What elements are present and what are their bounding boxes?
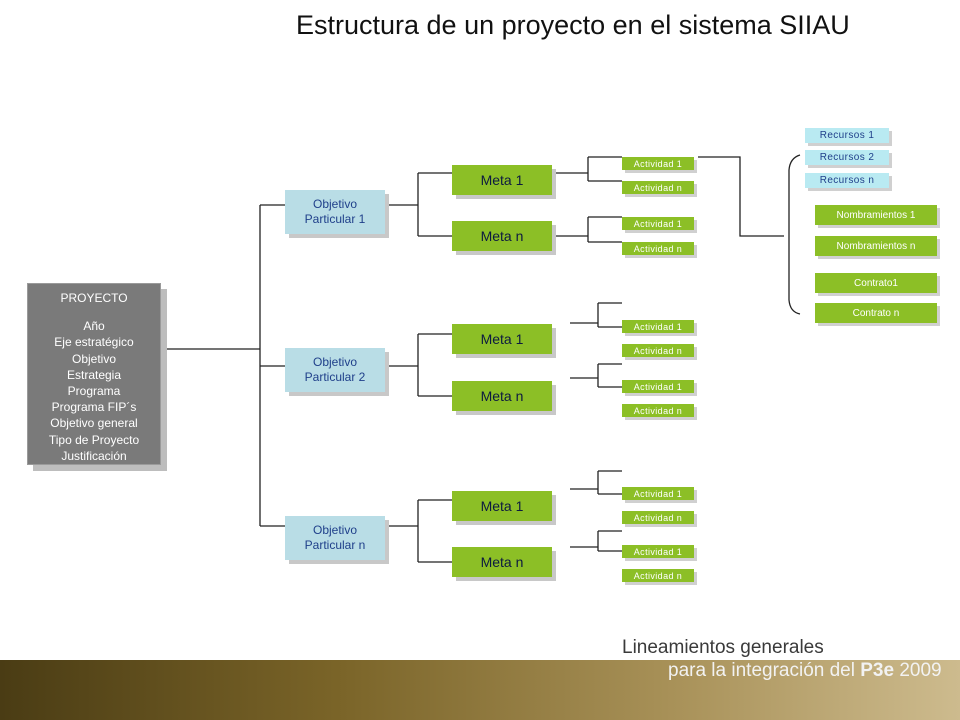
actividad-box: Actividad 1 [622,487,694,500]
objetivo-particular-1: Objetivo Particular 1 [285,190,385,234]
contrato-box: Contrato1 [815,273,937,293]
recursos-box: Recursos 1 [805,128,889,143]
connector-objetivos-bracket [259,204,285,527]
meta-box: Meta 1 [452,491,552,521]
connector-objetivo-1 [385,172,452,237]
proyecto-box: PROYECTO Año Eje estratégico Objetivo Es… [27,283,161,465]
proyecto-item: Año [83,319,105,334]
objetivo-particular-n: Objetivo Particular n [285,516,385,560]
actividad-box: Actividad 1 [622,545,694,558]
footer-bar [0,660,960,720]
actividad-box: Actividad n [622,344,694,357]
connector-objetivo-n [385,499,452,563]
actividad-box: Actividad n [622,404,694,417]
proyecto-item: Justificación [61,448,127,463]
proyecto-item: Programa FIP´s [51,400,137,415]
connector-actividad-resources [698,156,784,237]
actividad-box: Actividad n [622,569,694,582]
meta-box: Meta n [452,381,552,411]
objetivo-particular-2: Objetivo Particular 2 [285,348,385,392]
actividad-box: Actividad 1 [622,217,694,230]
nombramientos-box: Nombramientos 1 [815,205,937,225]
connector-meta-1a [552,156,622,182]
connector-meta-3b [570,530,622,552]
actividad-box: Actividad n [622,511,694,524]
proyecto-heading: PROYECTO [60,291,128,305]
connector-meta-2b [570,363,622,388]
meta-box: Meta n [452,221,552,251]
recursos-box: Recursos 2 [805,150,889,165]
connector-resources-bracket [788,154,801,315]
page-title: Estructura de un proyecto en el sistema … [296,10,850,40]
connector-objetivo-2 [385,333,452,397]
actividad-box: Actividad n [622,181,694,194]
recursos-box: Recursos n [805,173,889,188]
meta-box: Meta 1 [452,165,552,195]
connector-meta-3a [570,470,622,495]
meta-box: Meta n [452,547,552,577]
proyecto-item: Eje estratégico [54,335,134,350]
nombramientos-box: Nombramientos n [815,236,937,256]
proyecto-item: Programa [67,383,121,398]
actividad-box: Actividad 1 [622,320,694,333]
footer-line-2: para la integración del P3e 2009 [668,660,942,681]
meta-box: Meta 1 [452,324,552,354]
proyecto-item: Objetivo [71,351,117,366]
proyecto-item: Estrategia [66,367,122,382]
connector-meta-2a [570,302,622,328]
connector-meta-1b [552,216,622,243]
actividad-box: Actividad 1 [622,157,694,170]
proyecto-item: Tipo de Proyecto [48,432,140,447]
actividad-box: Actividad 1 [622,380,694,393]
footer-line-1: Lineamientos generales [622,637,824,658]
proyecto-item: Objetivo general [50,416,138,431]
actividad-box: Actividad n [622,242,694,255]
contrato-box: Contrato n [815,303,937,323]
